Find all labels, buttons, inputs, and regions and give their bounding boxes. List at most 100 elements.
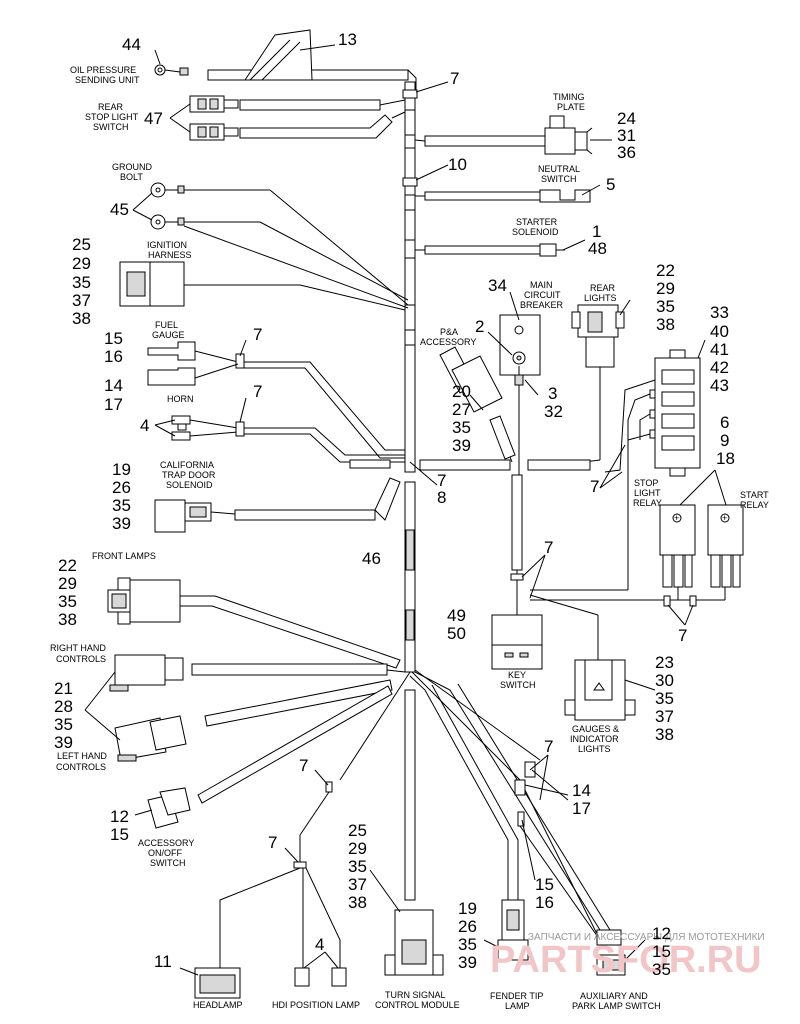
component-label: FENDER TIP [490,991,543,1001]
callout: 7 [450,69,459,88]
component-label: RELAY [633,498,662,508]
component-label: LEFT HAND [57,751,107,761]
component-label: P&A [440,327,458,337]
callout: 39 [458,953,477,972]
component-label: BREAKER [520,300,564,310]
callout: 29 [348,839,367,858]
component-label: ACCESSORY [420,337,476,347]
callout: 11 [154,952,172,971]
watermark: ЗАПЧАСТИ И АКСЕССУАРЫ ДЛЯ МОТОТЕХНИКИ PA… [490,932,765,981]
callout: 38 [72,309,91,328]
rear-stop-light-switch [189,95,406,141]
callout: 9 [720,431,729,450]
callout: 38 [656,315,675,334]
accessory-onoff-switch [147,685,393,829]
callout: 10 [448,155,467,174]
callout: 46 [362,549,381,568]
front-lamps-connector [107,577,401,669]
main-trunk [402,81,418,901]
callout: 37 [72,291,91,310]
component-label: FRONT LAMPS [92,551,156,561]
component-label: LIGHTS [578,744,611,754]
component-label: LIGHT [634,488,661,498]
fender-tip-lamp-connector [497,899,529,961]
component-label: ON/OFF [148,848,182,858]
callout: 35 [54,715,73,734]
left-hand-controls [114,679,393,762]
callout: 7 [268,833,277,852]
component-label: INDICATOR [570,734,619,744]
component-label: START [740,490,769,500]
callout: 28 [54,697,73,716]
callout: 12 [110,807,129,826]
component-label: GAUGES & [572,724,619,734]
oil-pressure-circuit [154,29,417,90]
component-label: RIGHT HAND [50,643,106,653]
callout: 44 [122,35,141,54]
component-label: KEY [508,670,526,680]
callout: 35 [458,935,477,954]
callout: 35 [452,418,471,437]
component-label: FUEL [155,320,178,330]
component-label: REAR [98,102,124,112]
callout: 48 [588,239,607,258]
callout: 30 [655,671,674,690]
callout: 7 [544,737,553,756]
callout: 31 [617,126,636,145]
callout: 7 [590,477,599,496]
callout: 18 [716,449,735,468]
callout: 7 [678,626,687,645]
callout: 17 [104,395,123,414]
gauges-indicator-connector [529,594,636,721]
callout: 15 [652,942,671,961]
component-label: HARNESS [148,250,192,260]
callout: 35 [72,273,91,292]
callout: 39 [452,436,471,455]
callout: 25 [348,821,367,840]
component-label: BOLT [120,172,143,182]
callout: 4 [315,935,324,954]
callout: 13 [338,30,357,49]
callout: 14 [572,781,591,800]
callout: 8 [437,488,446,507]
fuel-gauge-connector [147,341,405,459]
callout: 35 [112,496,131,515]
callout: 22 [58,556,77,575]
right-hand-controls [109,654,406,692]
svg-text:+: + [674,513,679,523]
component-label: SOLENOID [512,227,559,237]
callout: 29 [656,279,675,298]
callout: 39 [112,514,131,533]
callout: 38 [58,610,77,629]
component-label: STOP LIGHT [85,112,139,122]
callout: 1 [592,222,601,241]
callout: 19 [112,460,131,479]
callout: 24 [617,109,636,128]
callout: 50 [447,624,466,643]
callout: 23 [655,653,674,672]
pa-accessory-connector [439,346,516,463]
component-label: AUXILIARY AND [580,991,648,1001]
callout: 22 [656,261,675,280]
hdi-position-lamp [294,967,347,987]
svg-text:+: + [722,513,727,523]
callout: 47 [144,109,163,128]
horizontal-branch [419,459,591,615]
component-label: OIL PRESSURE [70,65,136,75]
callout: 39 [54,733,73,752]
component-label: STARTER [516,217,558,227]
callout: 3 [548,384,557,403]
callout: 20 [452,382,471,401]
component-label: TRAP DOOR [162,470,216,480]
rear-lights-connector [559,304,625,466]
callout: 21 [54,679,73,698]
callout: 16 [104,347,123,366]
component-label: CALIFORNIA [160,460,214,470]
component-label: IGNITION [147,240,187,250]
callout: 7 [299,756,308,775]
component-label: ACCESSORY [138,838,194,848]
callout: 37 [348,875,367,894]
callout: 12 [652,924,671,943]
component-label: SENDING UNIT [75,75,140,85]
